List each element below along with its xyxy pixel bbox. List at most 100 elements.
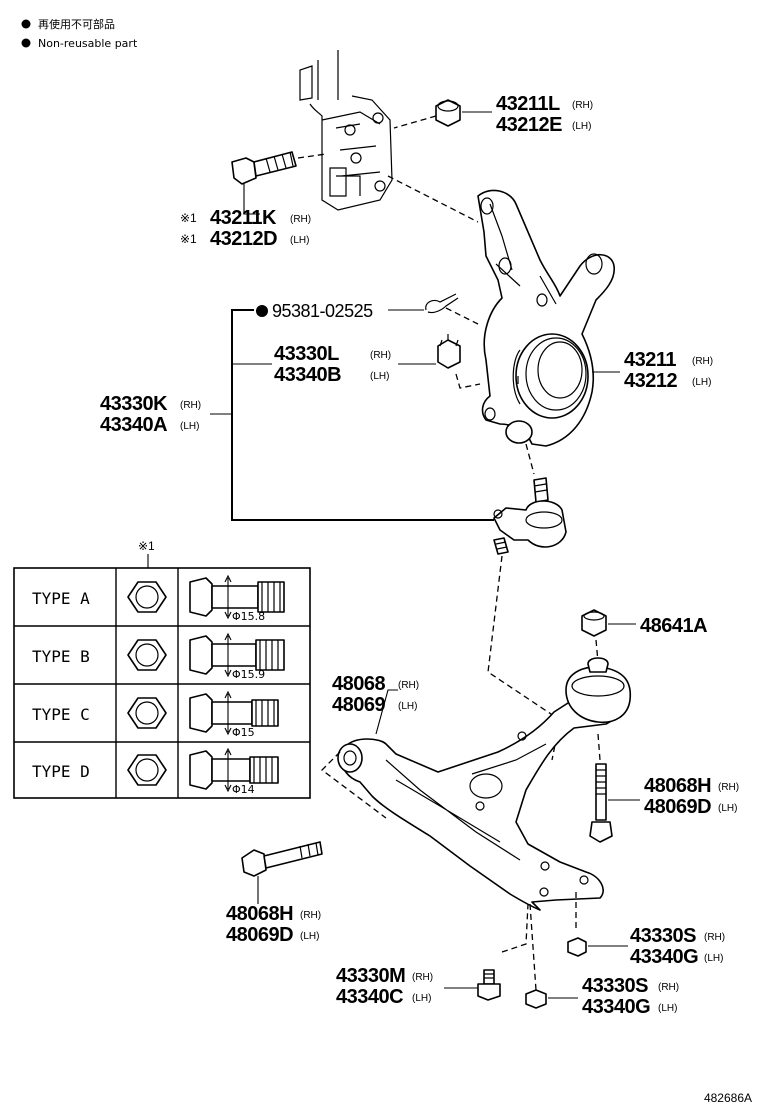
side-suffix: (LH) <box>572 121 591 132</box>
note-mark: ※1 <box>180 232 197 246</box>
legend-bullet-icon <box>21 38 31 48</box>
diameter-label: Φ14 <box>232 783 255 796</box>
front-bolt <box>241 841 323 904</box>
side-suffix: (LH) <box>658 1003 677 1014</box>
side-suffix: (LH) <box>718 803 737 814</box>
part-number-lh: 48069 <box>332 694 385 716</box>
castle-nut <box>398 334 481 389</box>
part-number-rh: 43330K <box>100 393 168 415</box>
steering-knuckle <box>387 175 620 475</box>
side-suffix: (LH) <box>300 931 319 942</box>
type-label: TYPE D <box>32 762 90 781</box>
diameter-label: Φ15.9 <box>232 668 265 681</box>
hex-head-icon <box>127 697 167 729</box>
side-suffix: (RH) <box>370 350 391 361</box>
type-label: TYPE C <box>32 705 90 724</box>
figure-id: 482686A <box>704 1091 752 1105</box>
part-number-lh: 43212D <box>210 228 277 250</box>
hex-head-icon <box>127 639 167 671</box>
note-mark: ※1 <box>180 211 197 225</box>
diameter-label: Φ15.8 <box>232 610 265 623</box>
part-number-rh: 43330S <box>630 925 696 947</box>
ball-joint-nut-1 <box>567 937 628 957</box>
callout-front-bolt: 48068H (RH) 48069D (LH) <box>226 903 321 946</box>
callout-nut-bj-2: 43330S (RH) 43340G (LH) <box>582 975 679 1018</box>
callout-arm-nut: 48641A <box>640 615 708 637</box>
side-suffix: (RH) <box>412 972 433 983</box>
legend-bullet-icon <box>21 19 31 29</box>
part-number-lh: 43340C <box>336 986 403 1008</box>
part-number-rh: 48068H <box>644 775 711 797</box>
upper-nut <box>393 99 492 129</box>
side-suffix: (RH) <box>572 100 593 111</box>
callout-knuckle: 43211 (RH) 43212 (LH) <box>624 349 713 392</box>
side-suffix: (RH) <box>718 782 739 793</box>
side-suffix: (RH) <box>658 982 679 993</box>
part-number-lh: 43212 <box>624 370 677 392</box>
table-row-type-b: TYPE B Φ15.9 <box>32 632 285 681</box>
upper-bolt <box>231 151 327 215</box>
bolt-profile-icon <box>189 632 285 678</box>
callout-ball-joint: 43330K (RH) 43340A (LH) <box>100 393 201 436</box>
table-header-mark: ※1 <box>138 539 155 553</box>
non-reusable-icon <box>256 305 268 317</box>
part-number-rh: 43330L <box>274 343 339 365</box>
part-number-rh: 43211K <box>210 207 277 229</box>
part-number-lh: 43340G <box>630 946 698 968</box>
part-number-lh: 43212E <box>496 114 562 136</box>
bolt-type-table: ※1 TYPE A Φ15.8 TYPE B <box>13 539 311 799</box>
bolt-profile-icon <box>189 574 285 620</box>
bolt-profile-icon <box>189 690 279 736</box>
side-suffix: (RH) <box>300 910 321 921</box>
part-number-lh: 48069D <box>226 924 293 946</box>
hex-head-icon <box>127 581 167 613</box>
type-label: TYPE B <box>32 647 90 666</box>
side-suffix: (LH) <box>180 421 199 432</box>
callout-upper-nut: 43211L (RH) 43212E (LH) <box>496 93 593 136</box>
callout-nut-bj-1: 43330S (RH) 43340G (LH) <box>630 925 725 968</box>
rear-bolt <box>589 763 640 843</box>
side-suffix: (RH) <box>180 400 201 411</box>
callout-cotter-pin: 95381-02525 <box>256 301 374 321</box>
ball-joint-nut-2 <box>525 989 578 1009</box>
part-number-lh: 48069D <box>644 796 711 818</box>
side-suffix: (RH) <box>692 356 713 367</box>
callout-castle-nut: 43330L (RH) 43340B (LH) <box>274 343 391 386</box>
diameter-label: Φ15 <box>232 726 255 739</box>
arm-nut <box>581 609 636 663</box>
type-label: TYPE A <box>32 589 90 608</box>
part-number-lh: 43340G <box>582 996 650 1018</box>
part-number-rh: 43330M <box>336 965 405 987</box>
hex-head-icon <box>127 754 167 786</box>
part-number: 48641A <box>640 615 707 637</box>
ball-joint-bolt <box>444 969 501 1001</box>
legend-text-jp: 再使用不可部品 <box>38 17 115 31</box>
ball-joint <box>493 477 567 555</box>
callout-upper-bolt: ※1 43211K (RH) ※1 43212D (LH) <box>180 207 311 250</box>
callout-lower-arm: 48068 (RH) 48069 (LH) <box>332 673 419 716</box>
side-suffix: (LH) <box>704 953 723 964</box>
part-number-lh: 43340A <box>100 414 167 436</box>
part-number-rh: 43211L <box>496 93 560 115</box>
legend-text-en: Non-reusable part <box>38 37 138 50</box>
side-suffix: (LH) <box>370 371 389 382</box>
side-suffix: (RH) <box>704 932 725 943</box>
side-suffix: (LH) <box>692 377 711 388</box>
part-number-rh: 43211 <box>624 349 676 371</box>
table-row-type-c: TYPE C Φ15 <box>32 690 279 739</box>
part-number-lh: 43340B <box>274 364 341 386</box>
cotter-pin <box>388 293 479 325</box>
part-number-rh: 48068 <box>332 673 385 695</box>
side-suffix: (RH) <box>398 680 419 691</box>
side-suffix: (LH) <box>290 235 309 246</box>
part-number-rh: 48068H <box>226 903 293 925</box>
lower-control-arm <box>321 657 632 991</box>
callout-bracket <box>210 309 494 521</box>
part-number-rh: 43330S <box>582 975 648 997</box>
side-suffix: (LH) <box>412 993 431 1004</box>
side-suffix: (RH) <box>290 214 311 225</box>
legend: 再使用不可部品 Non-reusable part <box>21 17 138 50</box>
strut-bracket <box>299 50 393 211</box>
table-row-type-d: TYPE D Φ14 <box>32 747 279 796</box>
